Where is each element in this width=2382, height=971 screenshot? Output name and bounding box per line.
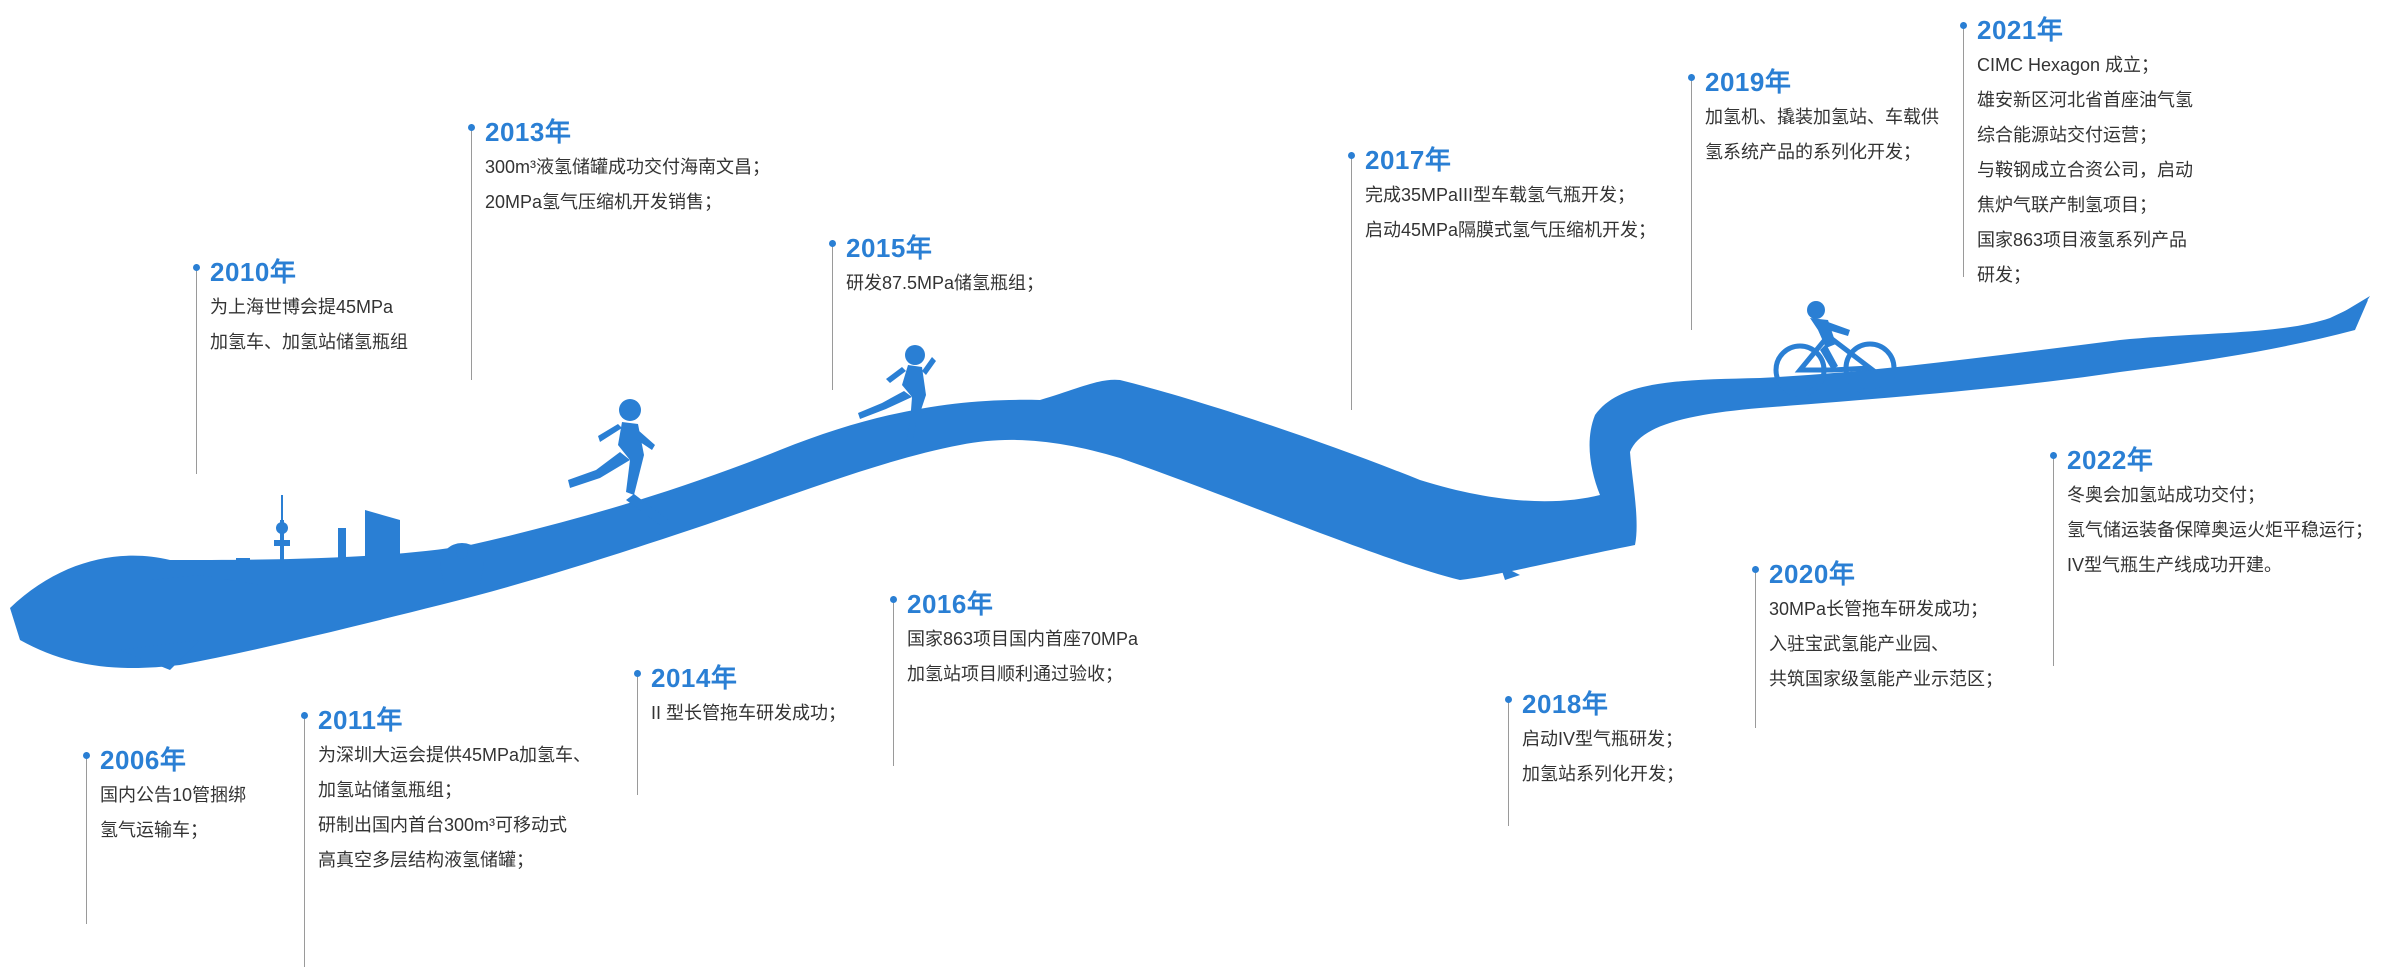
runner-icon (568, 399, 668, 528)
event-line-text: 综合能源站交付运营； (1977, 125, 2157, 145)
event-line (2053, 452, 2054, 666)
event-year: 2020年 (1769, 559, 1856, 589)
event-description: 为深圳大运会提供45MPa加氢车、 加氢站储氢瓶组； 研制出国内首台300m³可… (318, 738, 591, 878)
event-line (471, 124, 472, 380)
event-dot (1688, 74, 1695, 81)
event-description: 冬奥会加氢站成功交付； 氢气储运装备保障奥运火炬平稳运行； IV型气瓶生产线成功… (2067, 478, 2373, 583)
event-line-text: 加氢车、加氢站储氢瓶组 (210, 332, 408, 352)
event-line-text: 氢气运输车； (100, 820, 208, 840)
skyline-icon (150, 495, 484, 600)
event-description: CIMC Hexagon 成立； 雄安新区河北省首座油气氢 综合能源站交付运营；… (1977, 48, 2193, 293)
event-dot (1348, 152, 1355, 159)
event-line (1963, 22, 1964, 277)
event-year: 2014年 (651, 663, 738, 693)
event-line-text: 与鞍钢成立合资公司，启动 (1977, 160, 2193, 180)
event-dot (1752, 566, 1759, 573)
event-line-text: 氢系统产品的系列化开发； (1705, 142, 1921, 162)
event-line (86, 752, 87, 924)
event-line-text: 启动45MPa隔膜式氢气压缩机开发； (1365, 220, 1657, 240)
event-line-text: 研制出国内首台300m³可移动式 (318, 815, 568, 835)
event-description: 完成35MPaIII型车载氢气瓶开发； 启动45MPa隔膜式氢气压缩机开发； (1365, 178, 1656, 248)
event-description: II 型长管拖车研发成功； (651, 696, 846, 731)
event-description: 国家863项目国内首座70MPa 加氢站项目顺利通过验收； (907, 622, 1138, 692)
event-line-text: 加氢站储氢瓶组； (318, 780, 462, 800)
event-year: 2006年 (100, 745, 187, 775)
event-line-text: 加氢站项目顺利通过验收； (907, 664, 1123, 684)
event-line-text: IV型气瓶生产线成功开建。 (2067, 555, 2283, 575)
event-year: 2017年 (1365, 145, 1452, 175)
event-line-text: 启动IV型气瓶研发； (1522, 729, 1684, 749)
event-dot (193, 264, 200, 271)
event-description: 300m³液氢储罐成功交付海南文昌； 20MPa氢气压缩机开发销售； (485, 150, 770, 220)
event-line-text: CIMC Hexagon 成立； (1977, 55, 2160, 75)
event-year: 2022年 (2067, 445, 2154, 475)
event-line-text: 20MPa氢气压缩机开发销售； (485, 192, 723, 212)
event-line-text: 30MPa长管拖车研发成功； (1769, 599, 1989, 619)
event-line-text: 焦炉气联产制氢项目； (1977, 195, 2157, 215)
event-line-text: 国家863项目液氢系列产品 (1977, 230, 2188, 250)
event-line (1351, 152, 1352, 410)
event-line-text: 加氢站系列化开发； (1522, 764, 1684, 784)
event-dot (468, 124, 475, 131)
event-line-text: 国内公告10管捆绑 (100, 785, 247, 805)
event-description: 国内公告10管捆绑 氢气运输车； (100, 778, 246, 848)
event-line-text: II 型长管拖车研发成功； (651, 703, 847, 723)
event-year: 2013年 (485, 117, 572, 147)
event-dot (301, 712, 308, 719)
event-description: 启动IV型气瓶研发； 加氢站系列化开发； (1522, 722, 1684, 792)
event-description: 为上海世博会提45MPa 加氢车、加氢站储氢瓶组 (210, 290, 408, 360)
event-line-text: 为深圳大运会提供45MPa加氢车、 (318, 745, 592, 765)
event-year: 2010年 (210, 257, 297, 287)
event-year: 2016年 (907, 589, 994, 619)
runner-icon (858, 345, 936, 445)
event-line-text: 冬奥会加氢站成功交付； (2067, 485, 2265, 505)
event-dot (634, 670, 641, 677)
brush-stroke (10, 300, 2368, 669)
event-line-text: 国家863项目国内首座70MPa (907, 629, 1139, 649)
event-year: 2019年 (1705, 67, 1792, 97)
event-dot (829, 240, 836, 247)
event-line-text: 研发87.5MPa储氢瓶组； (846, 273, 1045, 293)
event-line-text: 加氢机、撬装加氢站、车载供 (1705, 107, 1939, 127)
event-line-text: 氢气储运装备保障奥运火炬平稳运行； (2067, 520, 2373, 540)
event-description: 研发87.5MPa储氢瓶组； (846, 266, 1044, 301)
event-year: 2018年 (1522, 689, 1609, 719)
event-line (1508, 696, 1509, 826)
cyclist-icon (1773, 301, 1897, 397)
event-year: 2015年 (846, 233, 933, 263)
event-line-text: 研发； (1977, 265, 2031, 285)
event-line-text: 高真空多层结构液氢储罐； (318, 850, 534, 870)
event-line-text: 雄安新区河北省首座油气氢 (1977, 90, 2193, 110)
event-line-text: 共筑国家级氢能产业示范区； (1769, 669, 2003, 689)
event-dot (890, 596, 897, 603)
event-line-text: 入驻宝武氢能产业园、 (1769, 634, 1949, 654)
event-description: 加氢机、撬装加氢站、车载供 氢系统产品的系列化开发； (1705, 100, 1939, 170)
event-line (637, 670, 638, 795)
event-dot (1960, 22, 1967, 29)
event-year: 2021年 (1977, 15, 2064, 45)
event-description: 30MPa长管拖车研发成功； 入驻宝武氢能产业园、 共筑国家级氢能产业示范区； (1769, 592, 2003, 697)
event-line (893, 596, 894, 766)
event-line (304, 712, 305, 967)
event-year: 2011年 (318, 705, 403, 735)
event-line (1755, 566, 1756, 728)
event-line (832, 240, 833, 390)
event-line (196, 264, 197, 474)
event-line-text: 完成35MPaIII型车载氢气瓶开发； (1365, 185, 1636, 205)
event-line (1691, 74, 1692, 330)
event-dot (2050, 452, 2057, 459)
event-line-text: 300m³液氢储罐成功交付海南文昌； (485, 157, 771, 177)
event-dot (1505, 696, 1512, 703)
event-dot (83, 752, 90, 759)
event-line-text: 为上海世博会提45MPa (210, 297, 394, 317)
